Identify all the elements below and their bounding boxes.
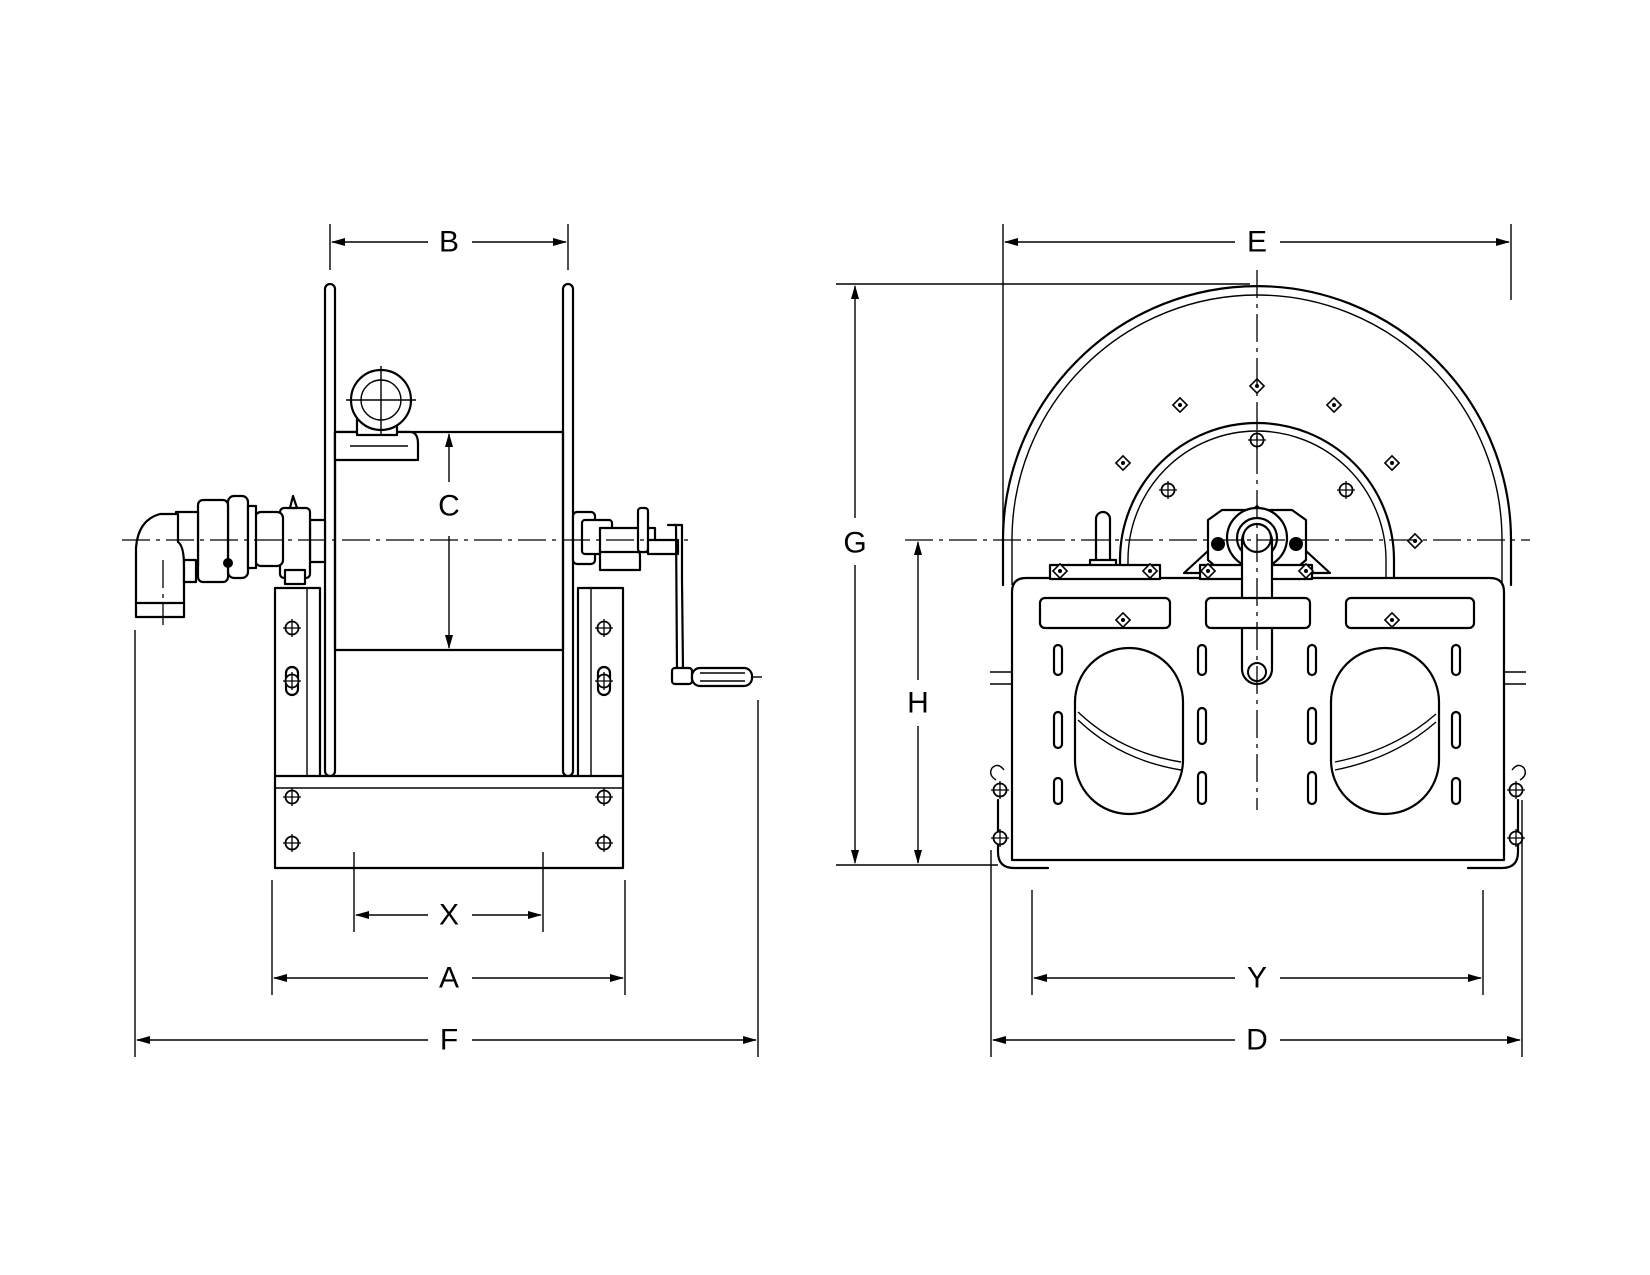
mounting-feet	[989, 764, 1527, 870]
side-base-plate	[273, 774, 625, 870]
dim-label-G: G	[843, 527, 866, 560]
dim-label-E: E	[1247, 226, 1267, 259]
dim-label-Y: Y	[1247, 962, 1267, 995]
base-bolt-icon	[594, 787, 614, 807]
left-frame-upright	[273, 586, 322, 778]
right-flange	[561, 282, 575, 778]
dim-Y: Y	[1031, 890, 1484, 995]
crank-assembly	[571, 506, 762, 688]
dim-E: E	[1002, 224, 1512, 540]
dim-H: H	[907, 541, 929, 864]
dim-label-C: C	[438, 490, 460, 523]
right-frame-upright	[576, 586, 625, 778]
plate-brackets	[1048, 563, 1314, 581]
left-hub-bearing	[253, 494, 327, 586]
dim-label-B: B	[439, 226, 459, 259]
base-bolt-icon	[594, 833, 614, 853]
dim-B: B	[329, 224, 569, 270]
dim-label-X: X	[439, 899, 459, 932]
dim-D: D	[990, 800, 1523, 1057]
drum	[333, 430, 565, 652]
base-bolt-icon	[282, 787, 302, 807]
oval-openings	[1073, 646, 1441, 816]
dim-label-F: F	[440, 1024, 458, 1057]
base-bolt-icon	[282, 833, 302, 853]
dim-G: G	[836, 283, 1250, 866]
dim-A: A	[271, 880, 626, 995]
front-view: E G H Y D	[836, 224, 1530, 1057]
left-flange	[323, 282, 337, 778]
small-slots	[1052, 643, 1462, 806]
dim-label-A: A	[439, 962, 459, 995]
dim-label-H: H	[907, 687, 929, 720]
side-view: B C X A F	[122, 224, 762, 1057]
dim-C: C	[438, 433, 460, 649]
dim-label-D: D	[1246, 1024, 1268, 1057]
dim-X: X	[353, 852, 544, 932]
plate-slots	[1038, 596, 1476, 630]
riser-fitting	[333, 366, 420, 462]
inlet-swivel	[134, 494, 258, 619]
dim-F: F	[134, 630, 759, 1057]
